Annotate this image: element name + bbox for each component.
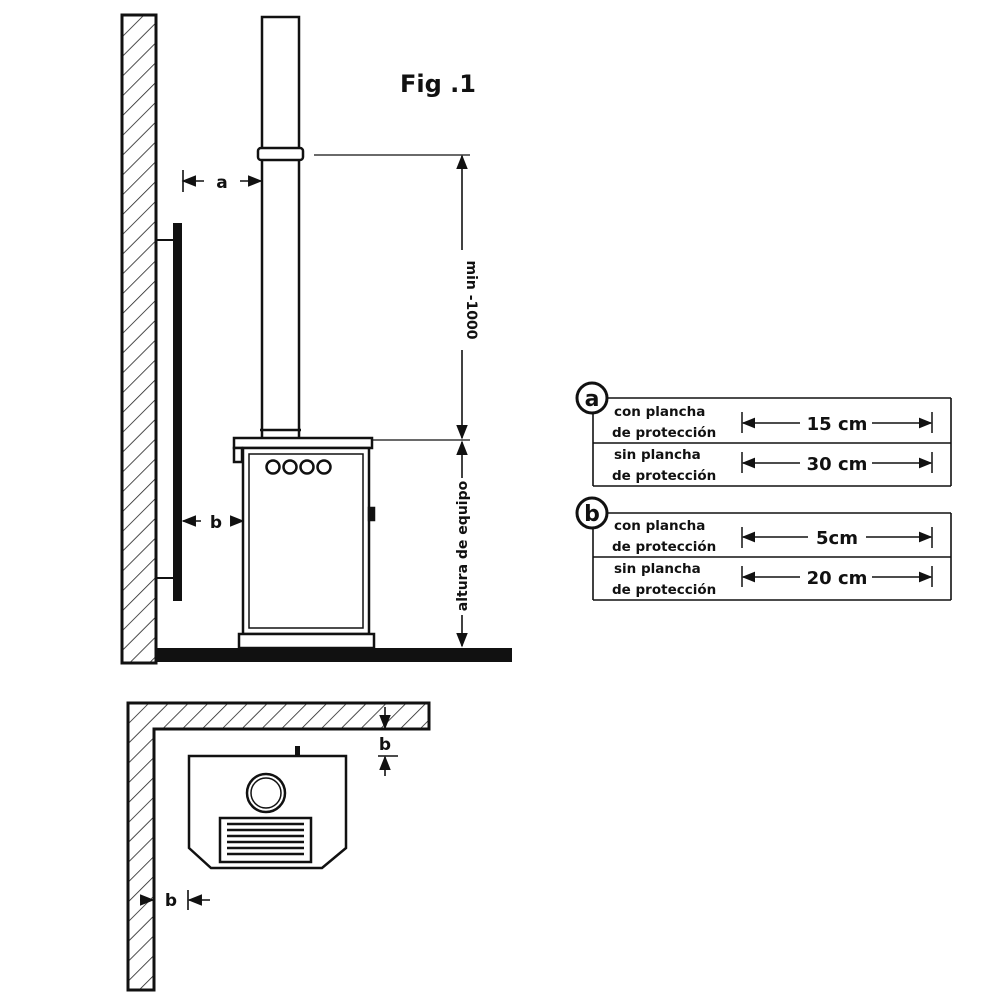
row-b2-label-line2: de protección [612,582,716,598]
row-a1-label-line1: con plancha [614,404,705,420]
height-dimension [314,154,470,648]
min-height-label: min -1000 [463,260,479,339]
badge-a-label: a [585,387,600,412]
corner-wall-hatched [126,701,431,992]
row-b2-label-line1: sin plancha [614,561,701,577]
plan-dimension-b-side [140,890,210,910]
equipment-height-label: altura de equipo [455,480,471,611]
dimension-a [181,170,263,192]
wall-hatched [120,13,158,665]
row-a2-value: 30 cm [807,454,868,475]
row-b1-label-line2: de protección [612,539,716,555]
stove-knobs [265,459,332,475]
floor [156,648,512,662]
badge-a [575,381,609,415]
row-a1-value: 15 cm [807,414,868,435]
row-b2-value: 20 cm [807,568,868,589]
row-b1-label-line1: con plancha [614,518,705,534]
row-a1-label-line2: de protección [612,425,716,441]
plan-dimension-b-top [378,707,398,776]
stove-body [232,436,376,650]
protection-plate [173,223,182,601]
chimney-pipe [256,15,305,442]
row-a2-label-line1: sin plancha [614,447,701,463]
plan-dimension-b-top-label: b [379,735,391,755]
row-b1-value: 5cm [816,528,858,549]
svg-text:sin plancha de protecció: sin plancha de protección [612,561,716,598]
svg-text:con plancha de protecció: con plancha de protección [612,518,716,555]
badge-b-label: b [584,502,600,527]
badge-b [575,496,609,530]
row-a2-label-line2: de protección [612,468,716,484]
svg-text:sin plancha de protecció: sin plancha de protección [612,447,716,484]
figure-title: Fig .1 [400,70,476,98]
clearance-table-a: a con plancha de protección 15 cm sin pl… [575,381,952,487]
stove-plan [187,746,348,870]
clearance-table-b: b con plancha de protección 5cm sin plan… [575,496,952,601]
stove-plan-grille [227,822,304,856]
svg-text:con plancha de protecció: con plancha de protección [612,404,716,441]
plan-dimension-b-side-label: b [165,891,177,911]
dimension-b-label: b [210,513,222,533]
dimension-a-label: a [216,173,227,193]
